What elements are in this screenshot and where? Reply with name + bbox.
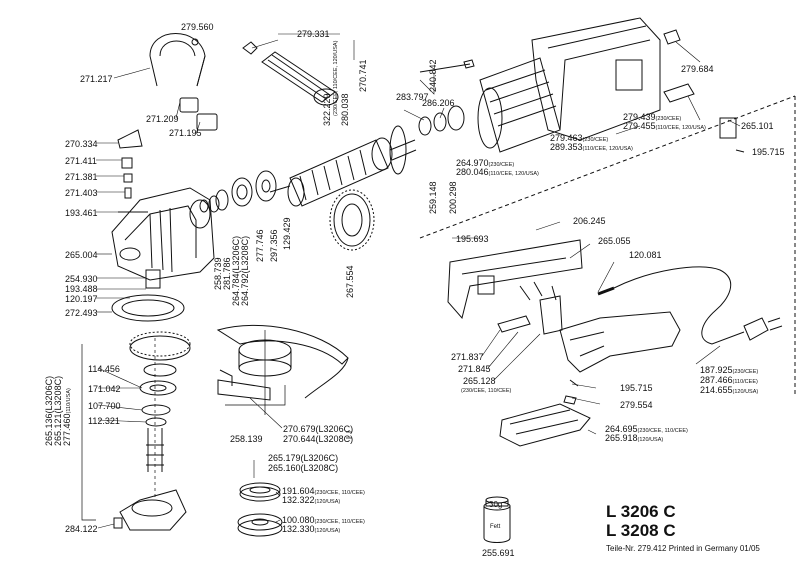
part-112321: 112.321 — [88, 416, 120, 426]
handle-cover-part — [559, 311, 681, 373]
part-120081: 120.081 — [629, 250, 662, 260]
part-240842: 240.842 — [428, 59, 438, 92]
part-289353: 289.353(110/CEE, 120/USA) — [550, 142, 633, 152]
part-255691: 255.691 — [482, 548, 515, 558]
part-265160: 265.160(L3208C) — [268, 463, 339, 473]
part-271845: 271.845 — [458, 364, 491, 374]
part-214655: 214.655(120/USA) — [700, 385, 759, 395]
gear-housing-part — [111, 187, 215, 281]
part-264792: 264.792(L3208C) — [240, 235, 250, 306]
part-287466: 287.466(110/CEE) — [700, 375, 758, 385]
rear-handle-housing-part — [447, 239, 583, 335]
part-279455: 279.455(110/CEE, 120/USA) — [623, 121, 706, 131]
switch-part — [499, 403, 591, 447]
part-280046: 280.046(110/CEE, 120/USA) — [456, 167, 539, 177]
part-272493: 272.493 — [65, 308, 98, 318]
part-297356: 297.356 — [269, 229, 279, 262]
part-265918: 265.918(120/USA) — [605, 433, 664, 443]
part-271209: 271.209 — [146, 114, 179, 124]
armature-part — [269, 125, 417, 207]
part-265055: 265.055 — [598, 236, 631, 246]
part-100080: 100.080(230/CEE, 110/CEE) — [282, 515, 365, 525]
motor-housing-part — [531, 17, 745, 153]
part-265101: 265.101 — [741, 121, 774, 131]
part-270679: 270.679(L3206C) — [283, 424, 354, 434]
side-handle-part — [242, 41, 339, 106]
part-271217: 271.217 — [80, 74, 113, 84]
part-270644: 270.644(L3208C) — [283, 434, 354, 444]
part-279439: 279.439(230/CEE) — [623, 112, 682, 122]
part-259148: 259.148 — [428, 181, 438, 214]
bevel-gear-part — [329, 189, 375, 251]
part-271837: 271.837 — [451, 352, 484, 362]
part-132322: 132.322(120/USA) — [282, 495, 341, 505]
part-265128: 265.128 — [463, 376, 496, 386]
part-200298: 200.298 — [448, 181, 458, 214]
cap-part — [117, 129, 143, 149]
part-193461: 193.461 — [65, 208, 98, 218]
flange-nut-lower — [237, 513, 283, 537]
wheel-guard-part — [216, 324, 349, 401]
part-107700: 107.700 — [88, 401, 121, 411]
stator-part — [477, 57, 561, 153]
part-206245: 206.245 — [573, 216, 606, 226]
part-283797: 283.797 — [396, 92, 429, 102]
part-120197: 120.197 — [65, 294, 98, 304]
part-258139: 258.139 — [230, 434, 263, 444]
part-277460: 277.460(110/USA) — [62, 388, 72, 446]
part-271403: 271.403 — [65, 188, 98, 198]
part-187925: 187.925(230/CEE) — [700, 365, 759, 375]
model-title-1: L 3206 C — [606, 502, 676, 521]
part-286206: 286.206 — [422, 98, 455, 108]
model-title-2: L 3208 C — [606, 521, 676, 540]
part-279463: 279.463(230/CEE) — [550, 133, 609, 143]
part-171042: 171.042 — [88, 384, 121, 394]
part-270334: 270.334 — [65, 139, 98, 149]
part-195715-lower: 195.715 — [620, 383, 653, 393]
part-132330: 132.330(120/USA) — [282, 524, 341, 534]
frame-line — [419, 95, 796, 239]
part-279684: 279.684 — [681, 64, 714, 74]
flange-nut-upper — [239, 482, 281, 502]
part-271195: 271.195 — [169, 128, 202, 138]
part-264970: 264.970(230/CEE) — [456, 158, 515, 168]
part-279331: 279.331 — [297, 29, 330, 39]
part-279560: 279.560 — [181, 22, 214, 32]
part-193488: 193.488 — [65, 284, 98, 294]
part-271381: 271.381 — [65, 172, 98, 182]
grease-label: Fett — [490, 524, 501, 530]
part-129429: 129.429 — [282, 217, 292, 250]
part-265128-note: (230/CEE, 110/CEE) — [461, 388, 512, 394]
part-265179: 265.179(L3206C) — [268, 453, 339, 463]
grease-container-part — [483, 496, 511, 543]
part-271411: 271.411 — [65, 156, 97, 166]
part-267554: 267.554 — [345, 265, 355, 298]
part-195715-top: 195.715 — [752, 147, 785, 157]
part-195693: 195.693 — [456, 234, 489, 244]
part-279554: 279.554 — [620, 400, 653, 410]
power-cord-part — [597, 266, 783, 345]
part-270741: 270.741 — [358, 59, 368, 92]
part-265004: 265.004 — [65, 250, 98, 260]
grease-amount: 30g — [489, 500, 503, 509]
part-280038: 280.038 — [340, 93, 350, 126]
part-277746: 277.746 — [255, 229, 265, 262]
clamp-band-part — [149, 33, 218, 131]
part-284122: 284.122 — [65, 524, 98, 534]
part-114456: 114.456 — [88, 364, 120, 374]
part-264695: 264.695(230/CEE, 110/CEE) — [605, 424, 688, 434]
footer-part-number: Teile-Nr. 279.412 Printed in Germany 01/… — [606, 544, 760, 553]
part-254930: 254.930 — [65, 274, 98, 284]
spindle-assembly — [113, 331, 191, 531]
part-191604: 191.604(230/CEE, 110/CEE) — [282, 486, 365, 496]
